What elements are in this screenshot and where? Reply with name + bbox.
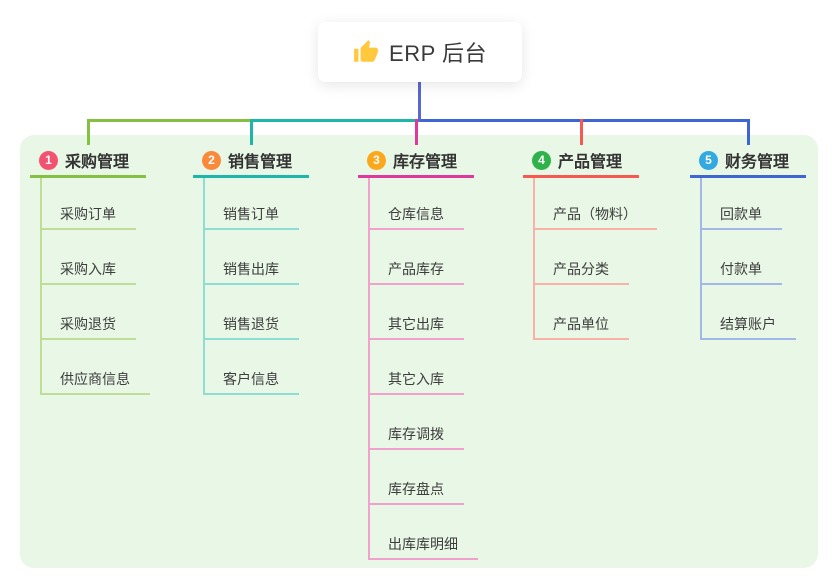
connector-root-vertical	[417, 82, 421, 122]
child-row: 付款单	[702, 230, 796, 285]
child-row: 其它出库	[370, 285, 478, 340]
child-row: 采购订单	[42, 178, 150, 230]
branch-number-badge: 4	[532, 150, 551, 170]
branch-children: 仓库信息产品库存其它出库其它入库库存调拨库存盘点出库库明细	[368, 178, 478, 560]
branch-children: 采购订单采购入库采购退货供应商信息	[40, 178, 150, 395]
child-node[interactable]: 结算账户	[702, 317, 796, 340]
branches-panel	[20, 135, 818, 568]
child-node[interactable]: 产品库存	[370, 262, 464, 285]
child-row: 采购入库	[42, 230, 150, 285]
child-row: 回款单	[702, 178, 796, 230]
connector-drop-branch3	[414, 119, 418, 145]
branch-node[interactable]: 1 采购管理	[30, 145, 146, 178]
branch-number-badge: 5	[699, 150, 718, 170]
child-node[interactable]: 出库库明细	[370, 537, 478, 560]
branch-node[interactable]: 5 财务管理	[690, 145, 806, 178]
child-row: 产品单位	[535, 285, 657, 340]
child-node[interactable]: 其它出库	[370, 317, 464, 340]
child-row: 仓库信息	[370, 178, 478, 230]
connector-horizontal-branch5	[417, 119, 750, 122]
connector-drop-branch5	[746, 119, 750, 145]
child-row: 供应商信息	[42, 340, 150, 395]
branch-2: 2 销售管理销售订单销售出库销售退货客户信息	[193, 145, 309, 395]
branch-number-badge: 2	[202, 150, 221, 170]
child-row: 产品库存	[370, 230, 478, 285]
branch-node[interactable]: 2 销售管理	[193, 145, 309, 178]
child-node[interactable]: 供应商信息	[42, 372, 150, 395]
child-node[interactable]: 库存盘点	[370, 482, 464, 505]
connector-drop-branch2	[249, 119, 253, 145]
root-title: ERP 后台	[389, 41, 487, 66]
child-node[interactable]: 付款单	[702, 262, 782, 285]
thumbs-up-icon	[354, 40, 378, 62]
branch-label: 库存管理	[393, 154, 458, 171]
child-row: 结算账户	[702, 285, 796, 340]
branch-3: 3 库存管理仓库信息产品库存其它出库其它入库库存调拨库存盘点出库库明细	[358, 145, 478, 560]
branch-node[interactable]: 4 产品管理	[523, 145, 639, 178]
branch-node[interactable]: 3 库存管理	[358, 145, 474, 178]
branch-label: 销售管理	[228, 154, 293, 171]
child-node[interactable]: 其它入库	[370, 372, 464, 395]
child-node[interactable]: 采购订单	[42, 207, 136, 230]
child-node[interactable]: 产品单位	[535, 317, 629, 340]
branch-label: 采购管理	[65, 154, 130, 171]
child-node[interactable]: 产品（物料）	[535, 207, 657, 230]
root-node[interactable]: ERP 后台	[318, 22, 522, 82]
branch-children: 产品（物料） 产品分类产品单位	[533, 178, 657, 340]
branch-label: 产品管理	[558, 154, 623, 171]
child-node[interactable]: 采购退货	[42, 317, 136, 340]
child-node[interactable]: 产品分类	[535, 262, 629, 285]
child-node[interactable]: 仓库信息	[370, 207, 464, 230]
branch-5: 5 财务管理回款单付款单结算账户	[690, 145, 806, 340]
child-node[interactable]: 采购入库	[42, 262, 136, 285]
connector-drop-branch4	[579, 119, 583, 145]
child-node[interactable]: 销售订单	[205, 207, 299, 230]
child-row: 库存调拨	[370, 395, 478, 450]
child-node[interactable]: 销售退货	[205, 317, 299, 340]
child-row: 销售退货	[205, 285, 299, 340]
child-row: 销售订单	[205, 178, 299, 230]
child-row: 库存盘点	[370, 450, 478, 505]
branch-number-badge: 3	[367, 150, 386, 170]
child-row: 销售出库	[205, 230, 299, 285]
branch-1: 1 采购管理采购订单采购入库采购退货供应商信息	[30, 145, 150, 395]
child-row: 产品分类	[535, 230, 657, 285]
child-node[interactable]: 回款单	[702, 207, 782, 230]
child-row: 客户信息	[205, 340, 299, 395]
child-node[interactable]: 销售出库	[205, 262, 299, 285]
branch-number-badge: 1	[39, 150, 58, 170]
child-row: 其它入库	[370, 340, 478, 395]
branch-label: 财务管理	[725, 154, 790, 171]
child-node[interactable]: 客户信息	[205, 372, 299, 395]
child-row: 产品（物料）	[535, 178, 657, 230]
branch-children: 销售订单销售出库销售退货客户信息	[203, 178, 299, 395]
child-row: 采购退货	[42, 285, 150, 340]
child-row: 出库库明细	[370, 505, 478, 560]
branch-4: 4 产品管理产品（物料） 产品分类产品单位	[523, 145, 657, 340]
child-node[interactable]: 库存调拨	[370, 427, 464, 450]
connector-horizontal-branch2	[249, 119, 421, 122]
branch-children: 回款单付款单结算账户	[700, 178, 796, 340]
connector-drop-branch1	[86, 119, 90, 145]
